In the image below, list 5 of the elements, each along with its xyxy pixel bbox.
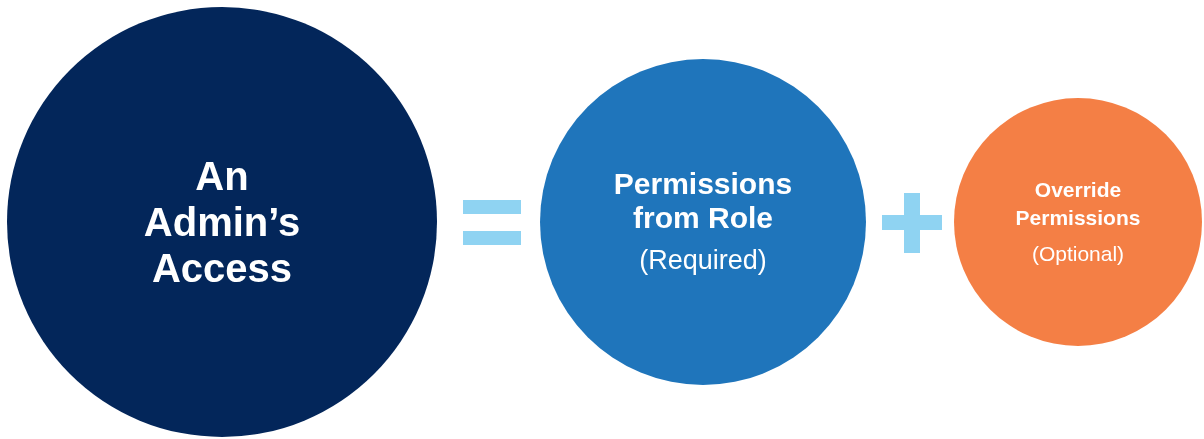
circle-heading: Permissions from Role [612,167,794,235]
circle-heading: Override Permissions [1014,177,1142,231]
circle-heading: An Admin’s Access [142,153,302,291]
circle-note: (Required) [638,244,768,277]
circle-note: (Optional) [1030,241,1126,267]
